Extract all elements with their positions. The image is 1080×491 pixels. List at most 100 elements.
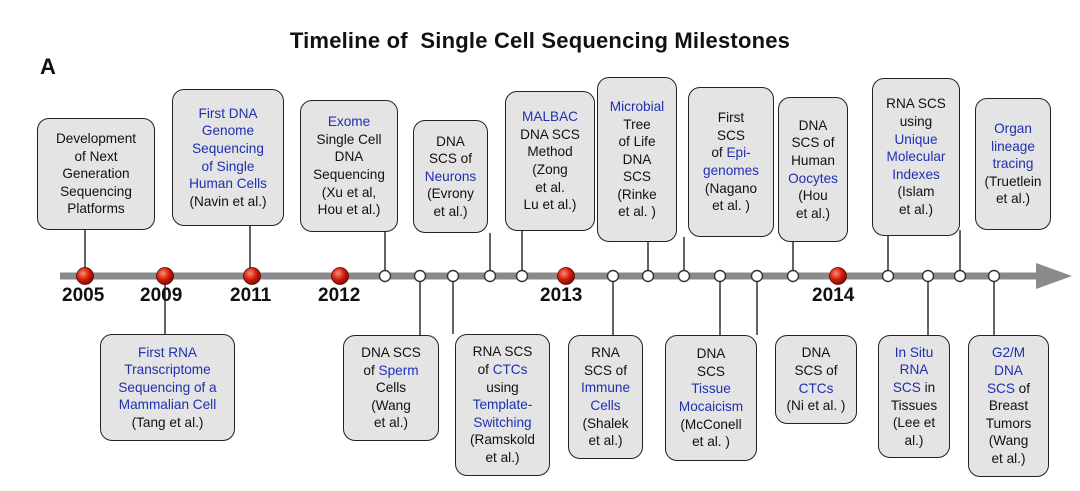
milestone-line: (Navin et al.): [189, 193, 266, 211]
milestone-line: RNA SCS: [886, 95, 946, 113]
highlight-text: DNA: [994, 363, 1023, 379]
milestone-line: Oocytes: [788, 170, 838, 188]
highlight-text: lineage: [991, 138, 1035, 154]
milestone-line: Sequencing of a: [118, 379, 216, 397]
panel-label: A: [40, 54, 56, 79]
milestone-line: DNA SCS: [361, 344, 421, 362]
milestone-line: DNA: [436, 133, 465, 151]
milestone-dot: [750, 269, 764, 283]
year-dot-2011: [243, 267, 261, 285]
milestone-text: Sequencing: [60, 183, 132, 199]
milestone-line: Sequencing: [192, 140, 264, 158]
highlight-text: Human Cells: [189, 176, 267, 192]
milestone-text: DNA: [436, 133, 465, 149]
milestone-line: of Epi-: [711, 144, 750, 162]
milestone-line: First: [718, 109, 744, 127]
milestone-dot: [378, 269, 392, 283]
milestone-text: et al. ): [712, 198, 750, 214]
milestone-line: SCS: [717, 127, 745, 145]
milestone-line: Development: [56, 130, 136, 148]
milestone-text: First: [717, 110, 745, 126]
milestone-line: Platforms: [67, 200, 124, 218]
highlight-text: First RNA: [138, 344, 197, 360]
highlight-text: Sequencing: [192, 140, 264, 156]
milestone-line: First RNA: [138, 344, 197, 362]
highlight-text: In Situ: [894, 344, 934, 360]
milestone-line: genomes: [703, 162, 759, 180]
milestone-line: Hou et al.): [318, 201, 381, 219]
milestone-line: et al.): [996, 190, 1030, 208]
milestone-text: (Ni et al. ): [786, 398, 846, 414]
milestone-text: (Lee et: [892, 415, 936, 431]
milestone-text: DNA: [334, 149, 364, 165]
milestone-line: (Lee et: [893, 414, 935, 432]
milestone-text: of Life: [618, 134, 656, 150]
milestone-line: et al.): [796, 205, 830, 223]
milestone-line: Template-: [473, 396, 533, 414]
milestone-line: (Ni et al. ): [787, 397, 846, 415]
milestone-text: Method: [527, 144, 573, 160]
highlight-text: SCS: [986, 380, 1015, 396]
milestone-line: Cells: [376, 379, 406, 397]
milestone-line: Sequencing: [60, 183, 132, 201]
milestone-text: Breast: [988, 398, 1029, 414]
highlight-text: Sperm: [378, 362, 419, 378]
highlight-text: Organ: [994, 121, 1032, 137]
milestone-line: Human: [791, 152, 835, 170]
year-dot-2014: [829, 267, 847, 285]
milestone-line: SCS of: [584, 362, 627, 380]
highlight-text: CTCs: [492, 362, 528, 378]
milestone-line: Method: [527, 143, 572, 161]
highlight-text: Unique: [894, 131, 938, 147]
milestone-line: Tissue: [691, 380, 731, 398]
milestone-line: Microbial: [610, 98, 664, 116]
highlight-text: Mocaicism: [678, 399, 744, 414]
milestone-text: et al.): [796, 205, 830, 221]
year-label-2014: 2014: [812, 285, 855, 306]
milestone-text: et al. ): [618, 204, 656, 220]
milestone-line: RNA: [591, 344, 620, 362]
milestone-line: et al.): [374, 414, 408, 432]
milestone-text: of: [1014, 380, 1031, 396]
milestone-text: (Rinke: [617, 186, 657, 202]
milestone-line: CTCs: [799, 380, 834, 398]
milestone-line: (Islam: [897, 183, 934, 201]
milestone-text: (Xu et al,: [321, 184, 377, 200]
milestone-line: DNA: [802, 344, 831, 362]
milestone-text: of: [477, 362, 493, 378]
milestone-line: Lu et al.): [524, 196, 577, 214]
milestone-text: Tumors: [985, 415, 1032, 431]
milestone-line: et al. ): [618, 203, 656, 221]
milestone-line: et al.): [434, 203, 468, 221]
milestone-line: SCS of: [791, 134, 834, 152]
milestone-line: Molecular: [887, 148, 946, 166]
milestone-line: Single Cell: [317, 131, 382, 149]
milestone-text: SCS of: [583, 362, 628, 378]
highlight-text: Mammalian Cell: [118, 397, 217, 413]
milestone-text: (Zong: [532, 162, 568, 177]
milestone-line: MALBAC: [522, 108, 578, 126]
milestone-line: Breast: [989, 397, 1028, 415]
highlight-text: Epi-: [726, 145, 751, 161]
milestone-dot: [606, 269, 620, 283]
milestone-dot: [413, 269, 427, 283]
milestone-line: First DNA: [199, 105, 258, 123]
timeline-arrowhead: [1036, 263, 1072, 289]
milestone-text: DNA SCS: [520, 126, 580, 142]
year-dot-2005: [76, 267, 94, 285]
year-label-2009: 2009: [140, 285, 183, 306]
milestone-line: RNA: [900, 361, 929, 379]
highlight-text: tracing: [992, 156, 1034, 172]
milestone-text: using: [486, 379, 519, 395]
highlight-text: Immune: [580, 380, 631, 396]
milestone-line: DNA: [335, 148, 364, 166]
